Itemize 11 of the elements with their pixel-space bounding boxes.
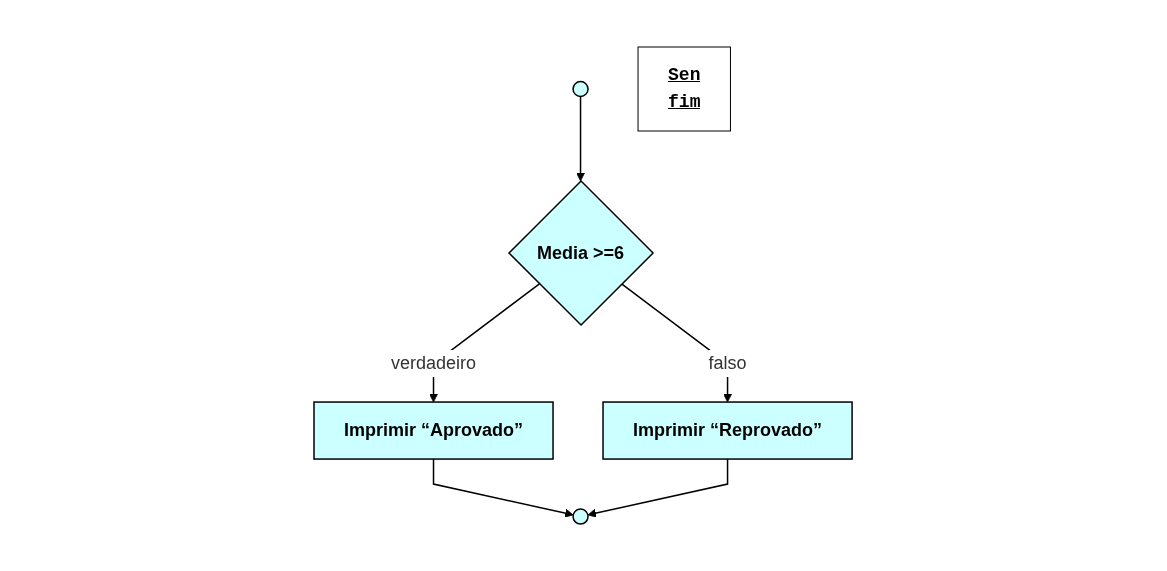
node-circle — [572, 80, 590, 98]
node-circle — [572, 508, 590, 525]
node-box: Sen fim — [638, 46, 732, 132]
arrow — [587, 458, 729, 518]
node-diamond: Media >=6 — [508, 179, 655, 327]
arrow — [433, 458, 575, 518]
edge-label: falso — [708, 353, 748, 374]
edge-label: verdadeiro — [391, 353, 477, 374]
node-box: Imprimir “Aprovado” — [313, 401, 555, 460]
arrow — [576, 95, 586, 182]
node-box: Imprimir “Reprovado” — [602, 401, 854, 460]
